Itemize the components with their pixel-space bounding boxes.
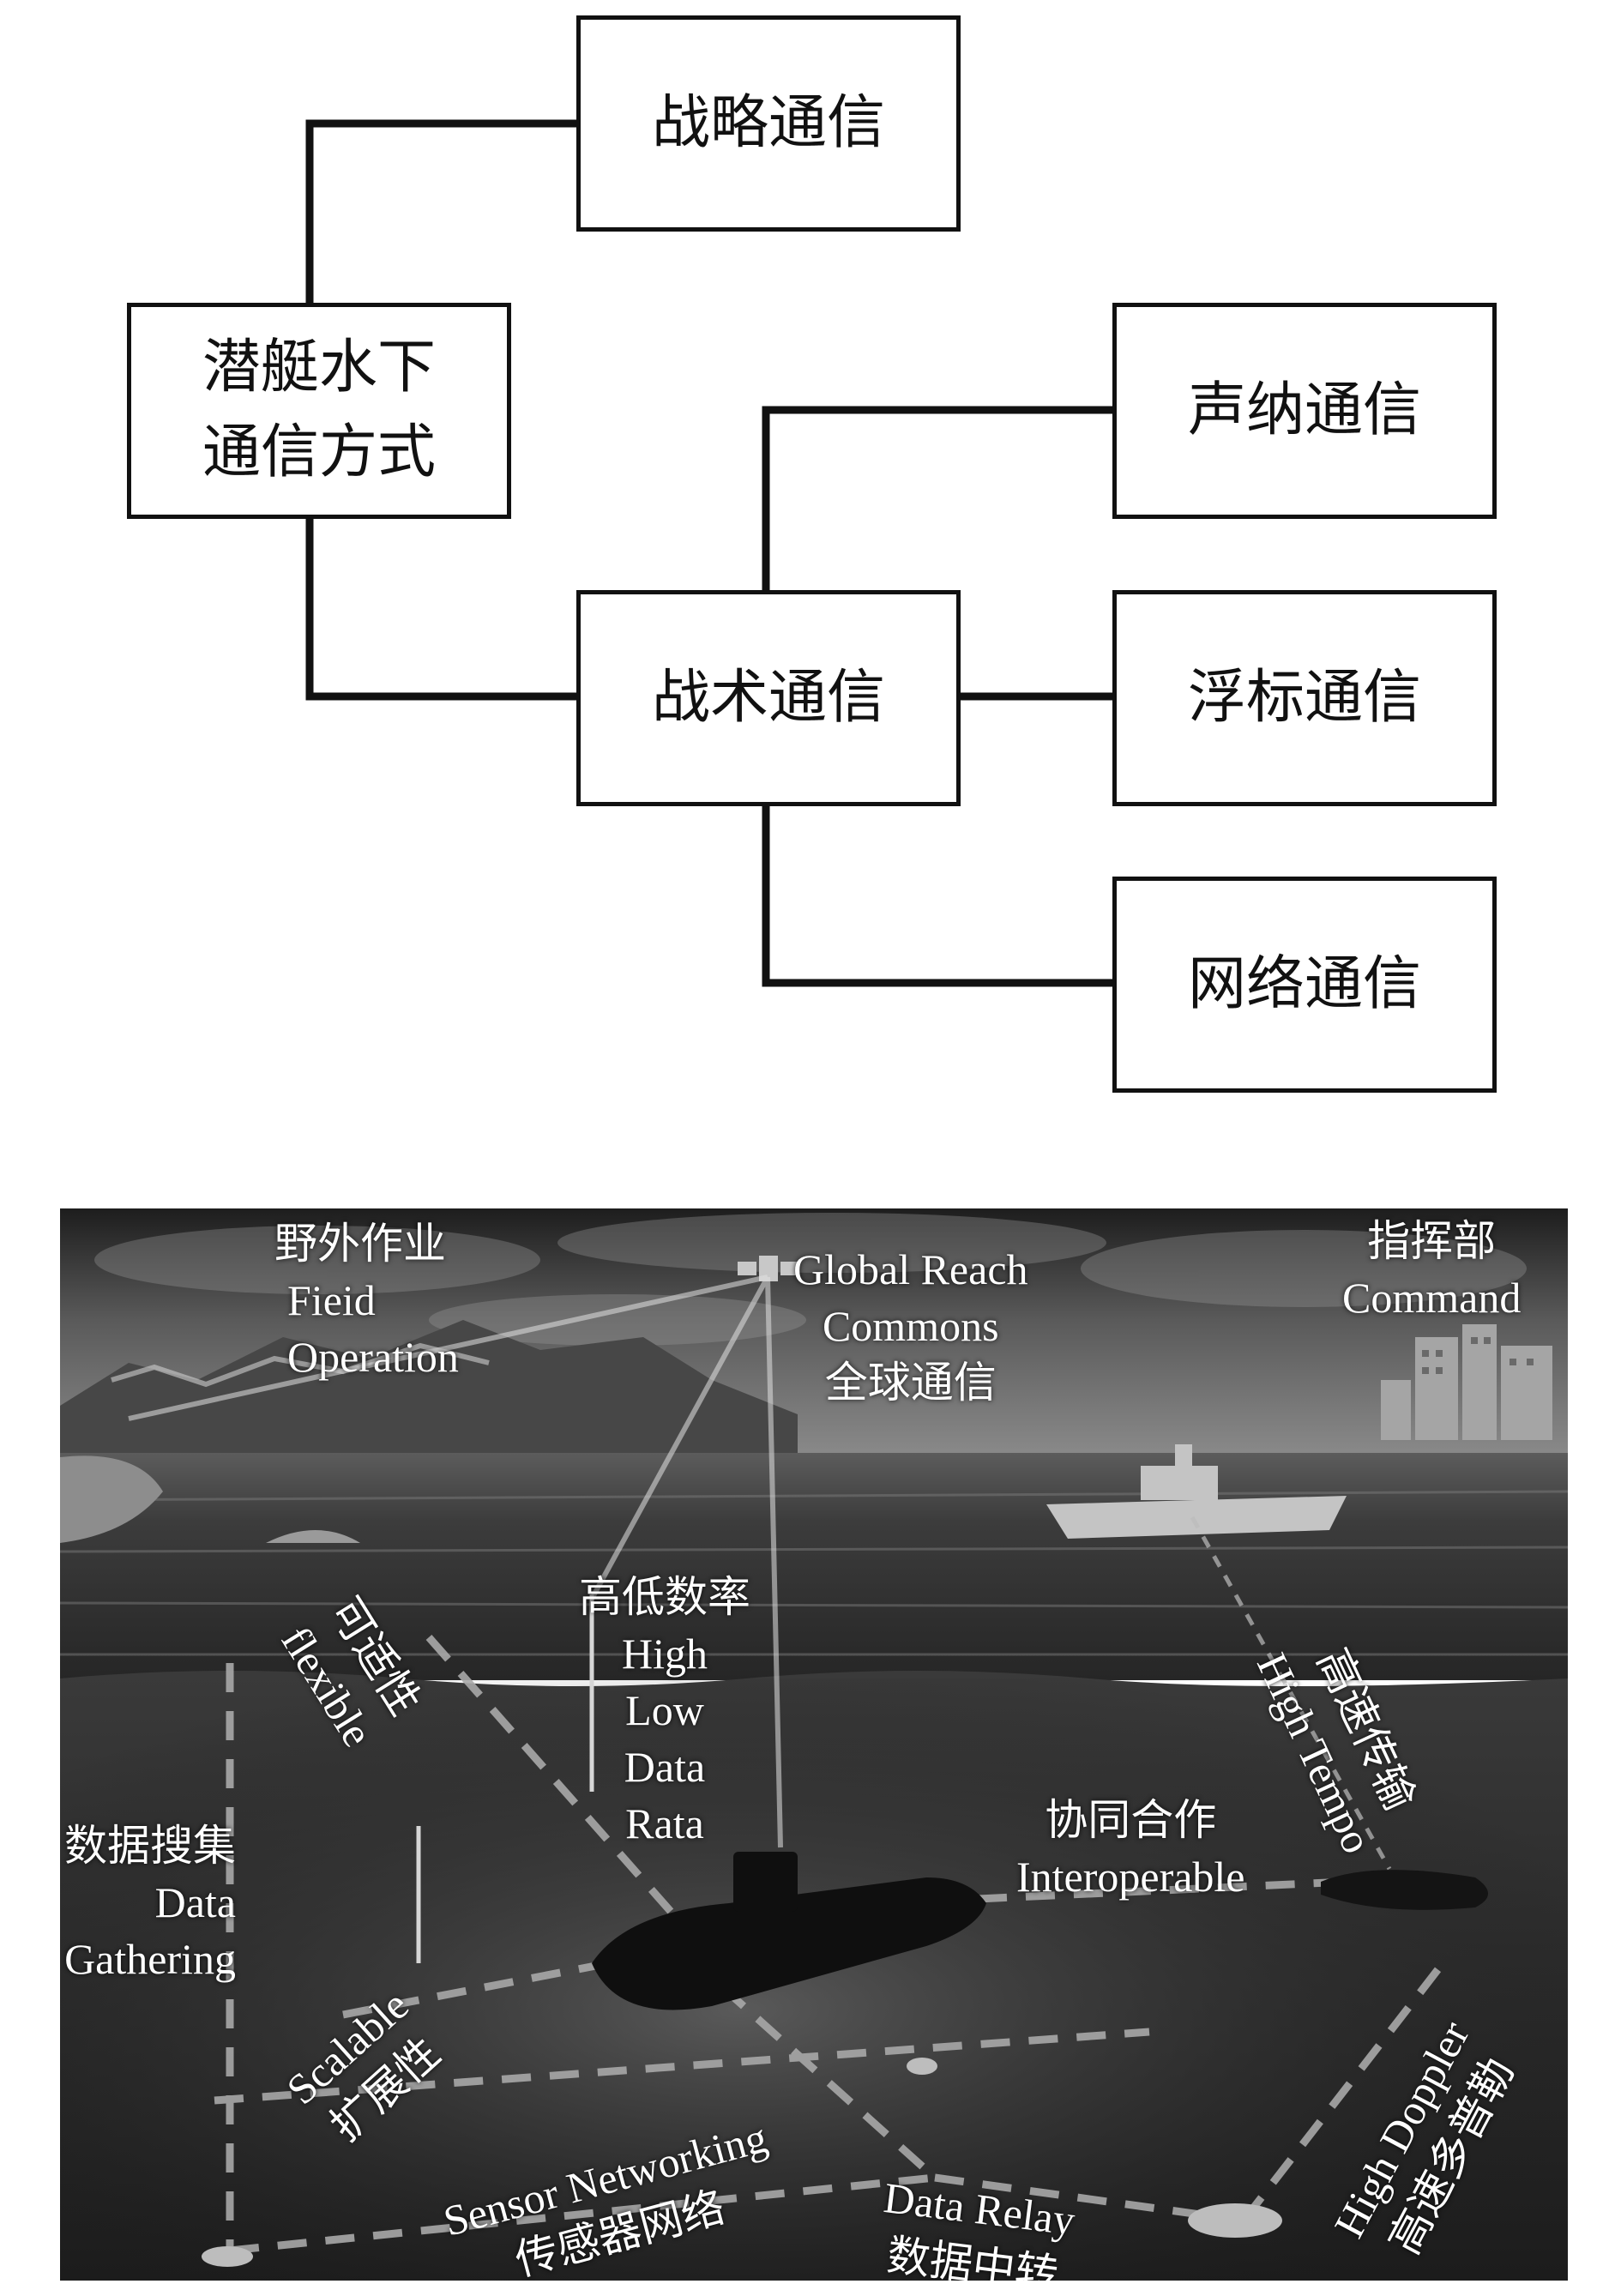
submarine <box>592 1852 986 2010</box>
sensor-network-links <box>214 1635 1453 2255</box>
buoy-comm-box: 浮标通信 <box>1112 590 1497 806</box>
field-operation-label: 野外作业 Fieid Operation <box>274 1219 459 1381</box>
mountains <box>60 1320 798 1457</box>
root-label-line1: 潜艇水下 <box>202 334 436 402</box>
interoperable-label: 协同合作 Interoperable <box>1016 1795 1245 1901</box>
connector-root-tactical <box>305 515 576 701</box>
surface-ship <box>1046 1444 1347 1539</box>
distant-submarine <box>1321 1870 1488 1910</box>
satellite <box>738 1256 799 1281</box>
root-box: 潜艇水下 通信方式 <box>127 303 511 519</box>
tactical-comm-box: 战术通信 <box>576 590 961 806</box>
strategic-comm-box: 战略通信 <box>576 15 961 232</box>
data-gathering-label: 数据搜集 Data Gathering <box>64 1821 236 1983</box>
scene-art <box>60 1208 1568 2281</box>
seabed-node <box>1188 2203 1282 2238</box>
command-label: 指挥部 Command <box>1342 1216 1522 1322</box>
global-reach-label: Global Reach Commons 全球通信 <box>793 1245 1028 1407</box>
strategic-comm-label: 战略通信 <box>651 88 885 157</box>
network-comm-box: 网络通信 <box>1112 877 1497 1093</box>
sonar-comm-box: 声纳通信 <box>1112 303 1497 519</box>
buoy-comm-label: 浮标通信 <box>1187 663 1421 732</box>
hierarchy-connectors <box>305 119 1112 987</box>
underwater-scene-illustration: 野外作业 Fieid Operation Global Reach Common… <box>60 1208 1568 2281</box>
connector-tactical-sonar <box>762 406 1112 592</box>
connector-root-strategic <box>305 119 576 306</box>
network-comm-label: 网络通信 <box>1187 949 1421 1018</box>
tactical-comm-label: 战术通信 <box>651 663 885 732</box>
clouds <box>94 1213 1527 1346</box>
shore <box>60 1455 163 1543</box>
connector-tactical-network <box>762 804 1112 987</box>
sonar-comm-label: 声纳通信 <box>1187 376 1421 444</box>
root-label-line2: 通信方式 <box>202 419 436 486</box>
data-rate-label: 高低数率 High Low Data Rata <box>579 1572 750 1847</box>
sea-surface <box>60 1453 1568 1680</box>
